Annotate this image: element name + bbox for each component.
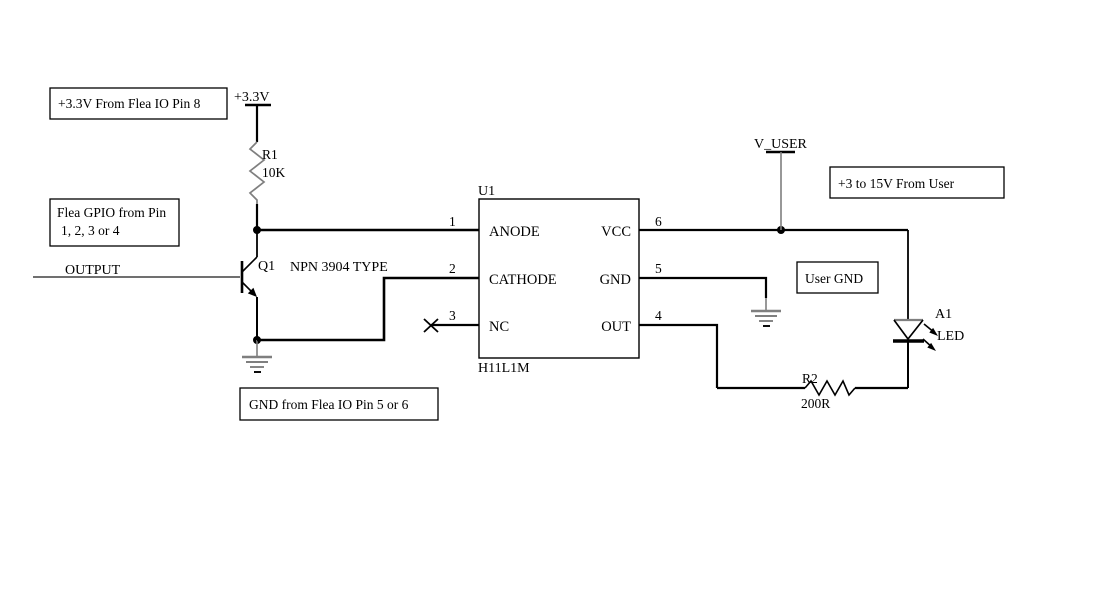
u1-pin4-name: OUT xyxy=(601,319,631,335)
u1-pin2-number: 2 xyxy=(449,261,456,276)
wire-pin5-gnd xyxy=(639,276,768,298)
note-gpio-line1: Flea GPIO from Pin xyxy=(57,205,166,220)
net-output-label: OUTPUT xyxy=(65,263,121,278)
led-emission-arrow2-head xyxy=(927,342,936,351)
r1-ref-label: R1 xyxy=(262,147,278,162)
resistor-r2-icon xyxy=(804,379,856,397)
note-user-gnd-label: User GND xyxy=(805,271,863,286)
u1-pin6-number: 6 xyxy=(655,214,662,229)
u1-pin1-name: ANODE xyxy=(489,224,540,240)
net-vuser-label: V_USER xyxy=(754,137,808,152)
a1-value-label: LED xyxy=(937,329,964,344)
q1-type-label: NPN 3904 TYPE xyxy=(290,260,388,275)
r2-value-label: 200R xyxy=(801,396,830,411)
r2-ref-label: R2 xyxy=(802,371,818,386)
note-box-gpio xyxy=(49,198,180,247)
q1-ref-label: Q1 xyxy=(258,259,275,274)
note-gpio-line2: 1, 2, 3 or 4 xyxy=(61,223,120,238)
led-a1-triangle-icon xyxy=(893,319,924,341)
u1-pin1-number: 1 xyxy=(449,214,456,229)
note-gnd-label: GND from Flea IO Pin 5 or 6 xyxy=(249,397,409,412)
note-box-user-supply xyxy=(829,166,1005,199)
u1-pin6-name: VCC xyxy=(601,224,631,240)
u1-pin2-name: CATHODE xyxy=(489,272,557,288)
u1-pin3-name: NC xyxy=(489,319,509,335)
net-3v3-label: +3.3V xyxy=(234,90,270,105)
note-box-gnd xyxy=(239,387,439,421)
r1-value-label: 10K xyxy=(262,165,286,180)
wire-pin4-out xyxy=(639,323,719,388)
note-box-supply xyxy=(49,87,228,120)
wire-pin2-cathode xyxy=(257,276,479,342)
transistor-q1-emitter-arrow-icon xyxy=(247,287,257,297)
u1-pin3-number: 3 xyxy=(449,308,456,323)
note-supply-label: +3.3V From Flea IO Pin 8 xyxy=(58,96,201,111)
transistor-q1-collector-icon xyxy=(241,256,258,273)
resistor-r1-icon xyxy=(248,141,266,204)
u1-pin4-number: 4 xyxy=(655,308,662,323)
led-emission-arrow1-head xyxy=(929,327,938,336)
u1-ref-label: U1 xyxy=(478,184,495,199)
u1-pin5-name: GND xyxy=(600,272,631,288)
note-box-user-gnd xyxy=(796,261,879,294)
u1-pin5-number: 5 xyxy=(655,261,662,276)
note-user-supply-label: +3 to 15V From User xyxy=(838,176,955,191)
a1-ref-label: A1 xyxy=(935,307,952,322)
u1-part-label: H11L1M xyxy=(478,361,530,376)
